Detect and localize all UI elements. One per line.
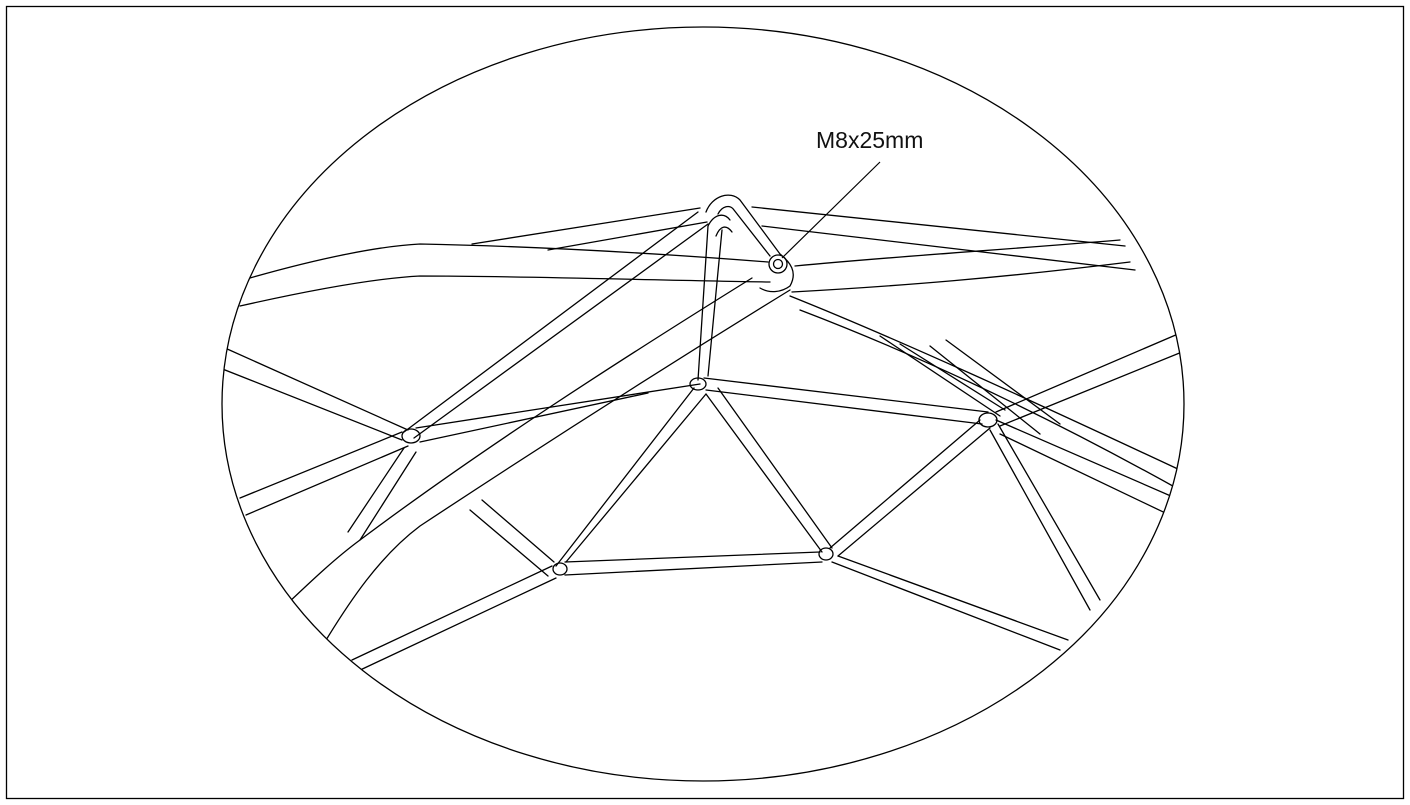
left-strut-lower (239, 431, 409, 516)
left-strut-upper (222, 347, 409, 441)
bolt-callout-label: M8x25mm (816, 127, 923, 153)
right-struts (879, 333, 1183, 521)
callout-leader-line (781, 161, 881, 259)
frame-structure (222, 194, 1183, 673)
left-hub-links (347, 211, 709, 541)
main-right-pole (791, 239, 1131, 293)
top-hub-connector (705, 194, 794, 293)
detail-oval (221, 26, 1185, 782)
background-pole-pair (471, 206, 1136, 271)
diagonal-pole (269, 277, 791, 651)
middle-ring (469, 377, 1101, 651)
bolt-m8x25 (768, 254, 788, 274)
lower-left-struts (351, 565, 557, 673)
center-vertical-strut (697, 225, 723, 381)
diagonal-pole-right (789, 295, 1181, 491)
main-left-pole (239, 243, 771, 307)
page-border (5, 5, 1405, 800)
